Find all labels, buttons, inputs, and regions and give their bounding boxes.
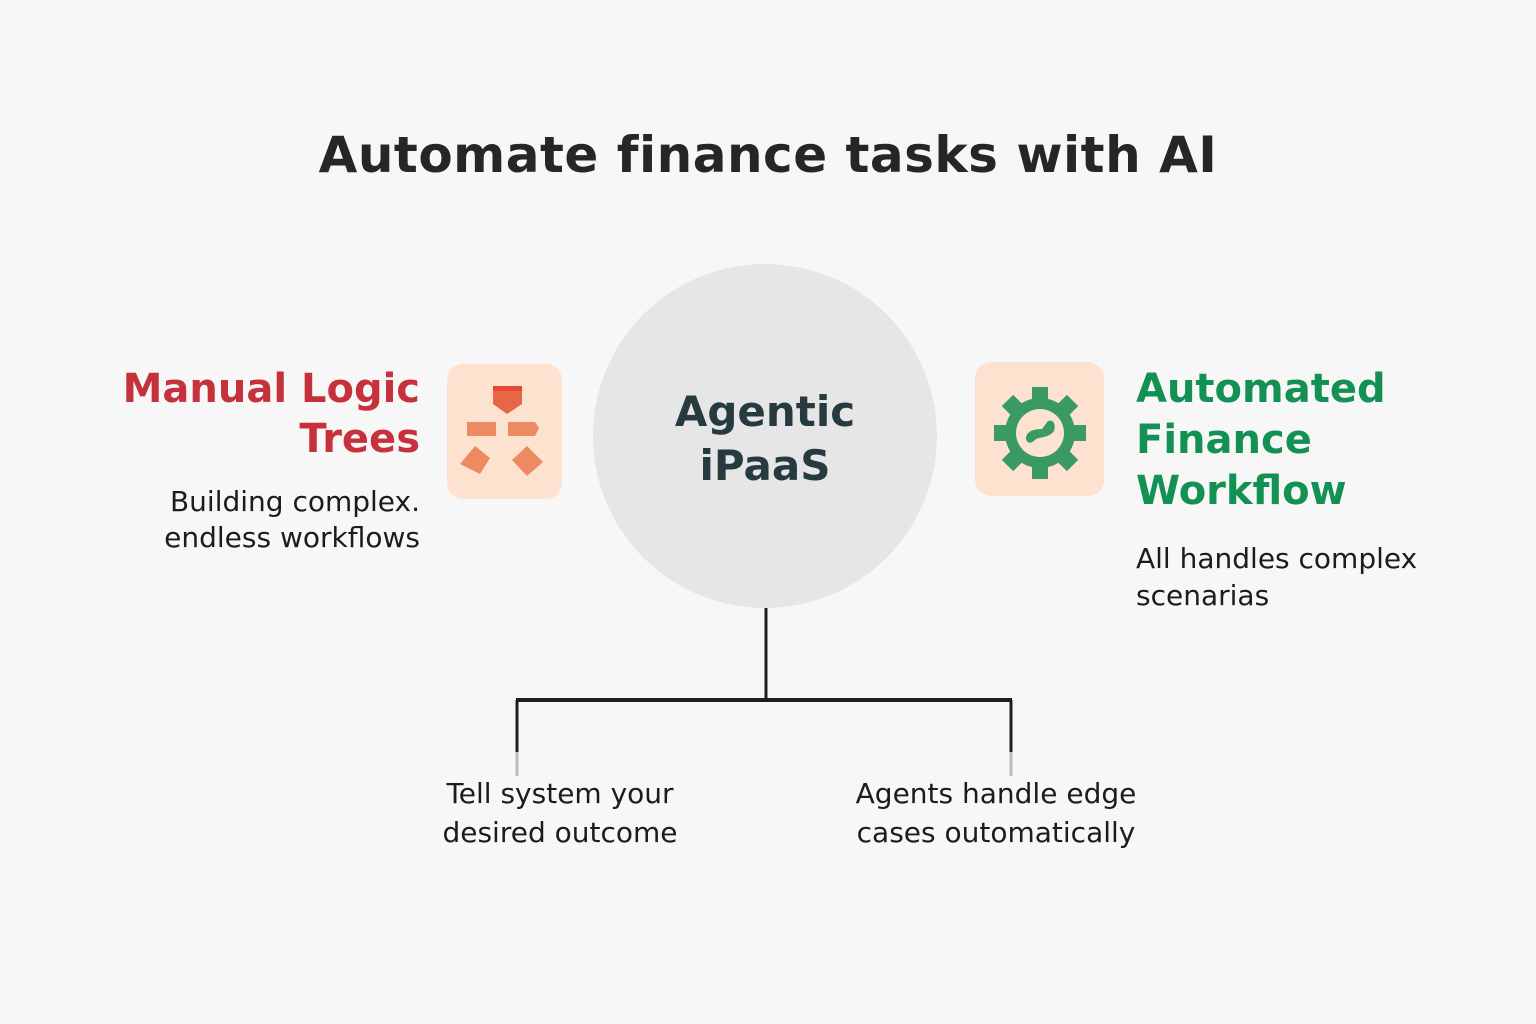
- manual-logic-description: Building complex. endless workflows: [164, 485, 420, 554]
- automated-finance-icon-tile: [975, 362, 1104, 496]
- hub-circle: Agentic iPaaS: [593, 264, 937, 608]
- automated-finance-description: All handles complex scenarias: [1136, 542, 1418, 612]
- branch-edge-cases: Agents handle edge cases outomatically: [855, 777, 1137, 849]
- manual-logic-heading: Manual Logic Trees: [122, 366, 420, 462]
- flowchart-icon: [460, 386, 543, 476]
- manual-logic-icon-tile: [447, 364, 562, 499]
- automated-finance-heading: Automated Finance Workflow: [1136, 366, 1386, 514]
- hub-label: Agentic iPaaS: [674, 387, 856, 490]
- gear-icon: [994, 387, 1086, 479]
- branch-desired-outcome: Tell system your desired outcome: [442, 777, 678, 849]
- page-title: Automate finance tasks with AI: [318, 126, 1218, 184]
